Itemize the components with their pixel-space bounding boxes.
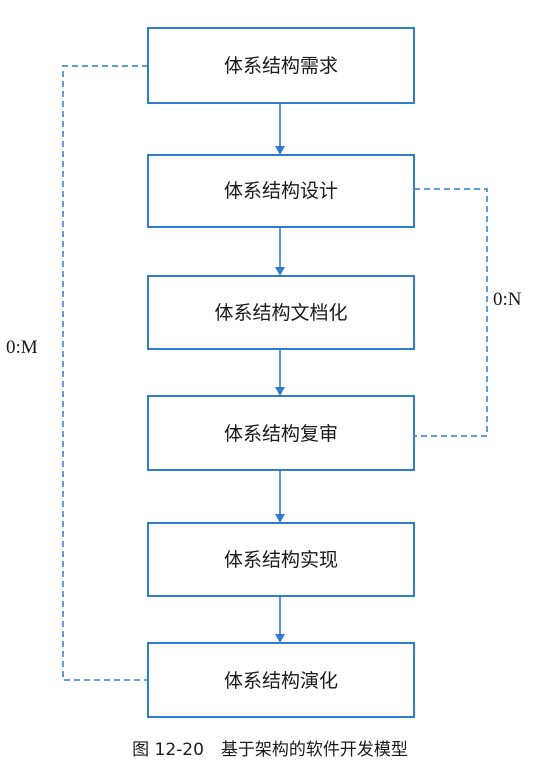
step-implementation: 体系结构实现 [147,522,415,597]
step-documentation-label: 体系结构文档化 [214,302,347,324]
step-design-label: 体系结构设计 [224,180,338,202]
arrow-5-6 [275,596,285,643]
step-review-label: 体系结构复审 [224,423,338,445]
step-evolution-label: 体系结构演化 [224,670,338,692]
loop-n-label: 0:N [493,289,522,310]
figure-caption: 图 12-20 基于架构的软件开发模型 [132,740,408,760]
loop-n-connector [414,188,488,437]
step-review: 体系结构复审 [147,395,415,471]
arrow-1-2 [275,103,285,155]
arrow-4-5 [275,470,285,523]
step-documentation: 体系结构文档化 [147,275,415,350]
loop-m-label: 0:M [6,337,38,358]
step-evolution: 体系结构演化 [147,642,415,718]
loop-m-connector [62,65,148,681]
step-design: 体系结构设计 [147,154,415,228]
step-requirements: 体系结构需求 [147,27,415,104]
step-implementation-label: 体系结构实现 [224,549,338,571]
arrow-3-4 [275,349,285,396]
arrow-2-3 [275,227,285,276]
step-requirements-label: 体系结构需求 [224,55,338,77]
